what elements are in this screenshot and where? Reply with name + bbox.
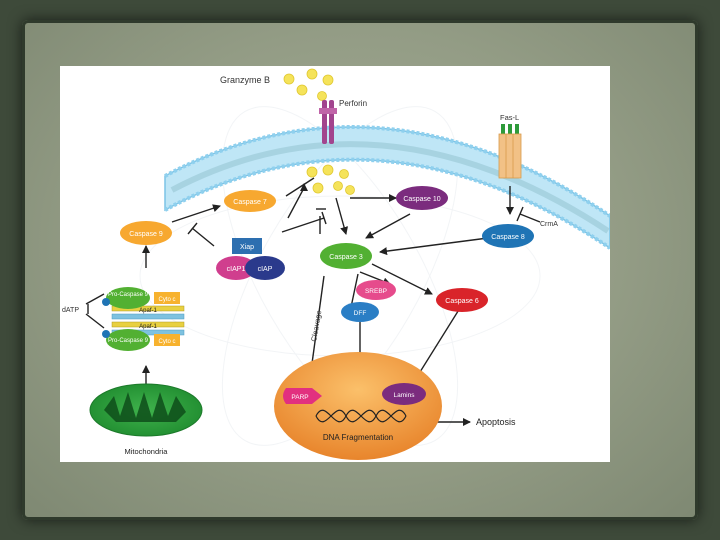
- cytc-lower-node: [154, 334, 180, 346]
- cytc-lower-label: Cyto c: [158, 339, 175, 345]
- xiap-node: [232, 238, 262, 254]
- caspase8-label: Caspase 8: [491, 234, 525, 241]
- procaspase9-upper-label: Pro-Caspase 9: [108, 292, 149, 298]
- apoptosome-complex: [111, 305, 185, 336]
- nucleus-graphic: [274, 352, 442, 460]
- datp-upper-dot: [102, 298, 110, 306]
- membrane-core: [170, 141, 610, 234]
- lamins-node: [382, 383, 426, 405]
- cytc-upper-node: [154, 292, 180, 304]
- caspase6-node: [436, 288, 488, 312]
- caspase6-label: Caspase 6: [445, 298, 479, 305]
- membrane-inner-beads: [164, 157, 610, 250]
- xiap-label: Xiap: [240, 244, 254, 251]
- caspase9-node: [120, 221, 172, 245]
- apoptosis-label: Apoptosis: [476, 417, 516, 427]
- cytc-upper-label: Cyto c: [158, 297, 175, 303]
- srebp-node: [356, 280, 396, 300]
- parp-node: [283, 388, 322, 404]
- procaspase9-upper-node: [106, 287, 150, 309]
- caspase7-label: Caspase 7: [233, 199, 267, 206]
- dff-label: DFF: [354, 310, 367, 317]
- perforin-label: Perforin: [339, 99, 367, 108]
- mitochondria-graphic: [89, 383, 203, 437]
- cleavage-label: Cleavage: [309, 310, 323, 343]
- dna-fragmentation-label: DNA Fragmentation: [323, 433, 393, 442]
- pathway-svg: Granzyme B Perforin Fas-L: [62, 68, 610, 460]
- granzyme-granules: [283, 68, 355, 195]
- dna-strand-b: [315, 409, 407, 423]
- caspase10-label: Caspase 10: [403, 196, 440, 203]
- parp-label: PARP: [291, 394, 308, 401]
- apaf1-upper-label: Apaf-1: [139, 308, 157, 314]
- perforin-channel: [319, 100, 337, 144]
- membrane-outer-beads: [164, 125, 610, 218]
- ciap-label: cIAP: [258, 266, 273, 273]
- fasl-label: Fas-L: [500, 113, 519, 122]
- caspase7-node: [224, 190, 276, 212]
- caspase10-node: [396, 186, 448, 210]
- ciap1-node: [216, 256, 256, 280]
- procaspase9-lower-label: Pro-Caspase 9: [108, 338, 149, 344]
- caspase8-node: [482, 224, 534, 248]
- caspase3-node: [320, 243, 372, 269]
- datp-lower-dot: [102, 330, 110, 338]
- apoptosis-pathway-diagram: Granzyme B Perforin Fas-L: [60, 66, 610, 462]
- ciap-node: [245, 256, 285, 280]
- crma-label: CrmA: [540, 221, 558, 228]
- dff-node: [341, 302, 379, 322]
- mitochondria-label: Mitochondria: [125, 447, 169, 456]
- fas-receptor: [498, 124, 522, 179]
- datp-label: dATP: [62, 307, 79, 314]
- ciap1-label: cIAP1: [227, 266, 246, 273]
- procaspase9-lower-node: [106, 329, 150, 351]
- caspase3-label: Caspase 3: [329, 254, 363, 261]
- lamins-label: Lamins: [394, 392, 416, 399]
- granzyme-label: Granzyme B: [220, 75, 270, 85]
- srebp-label: SREBP: [365, 288, 387, 295]
- caspase9-label: Caspase 9: [129, 231, 163, 238]
- apaf1-lower-label: Apaf-1: [139, 324, 157, 330]
